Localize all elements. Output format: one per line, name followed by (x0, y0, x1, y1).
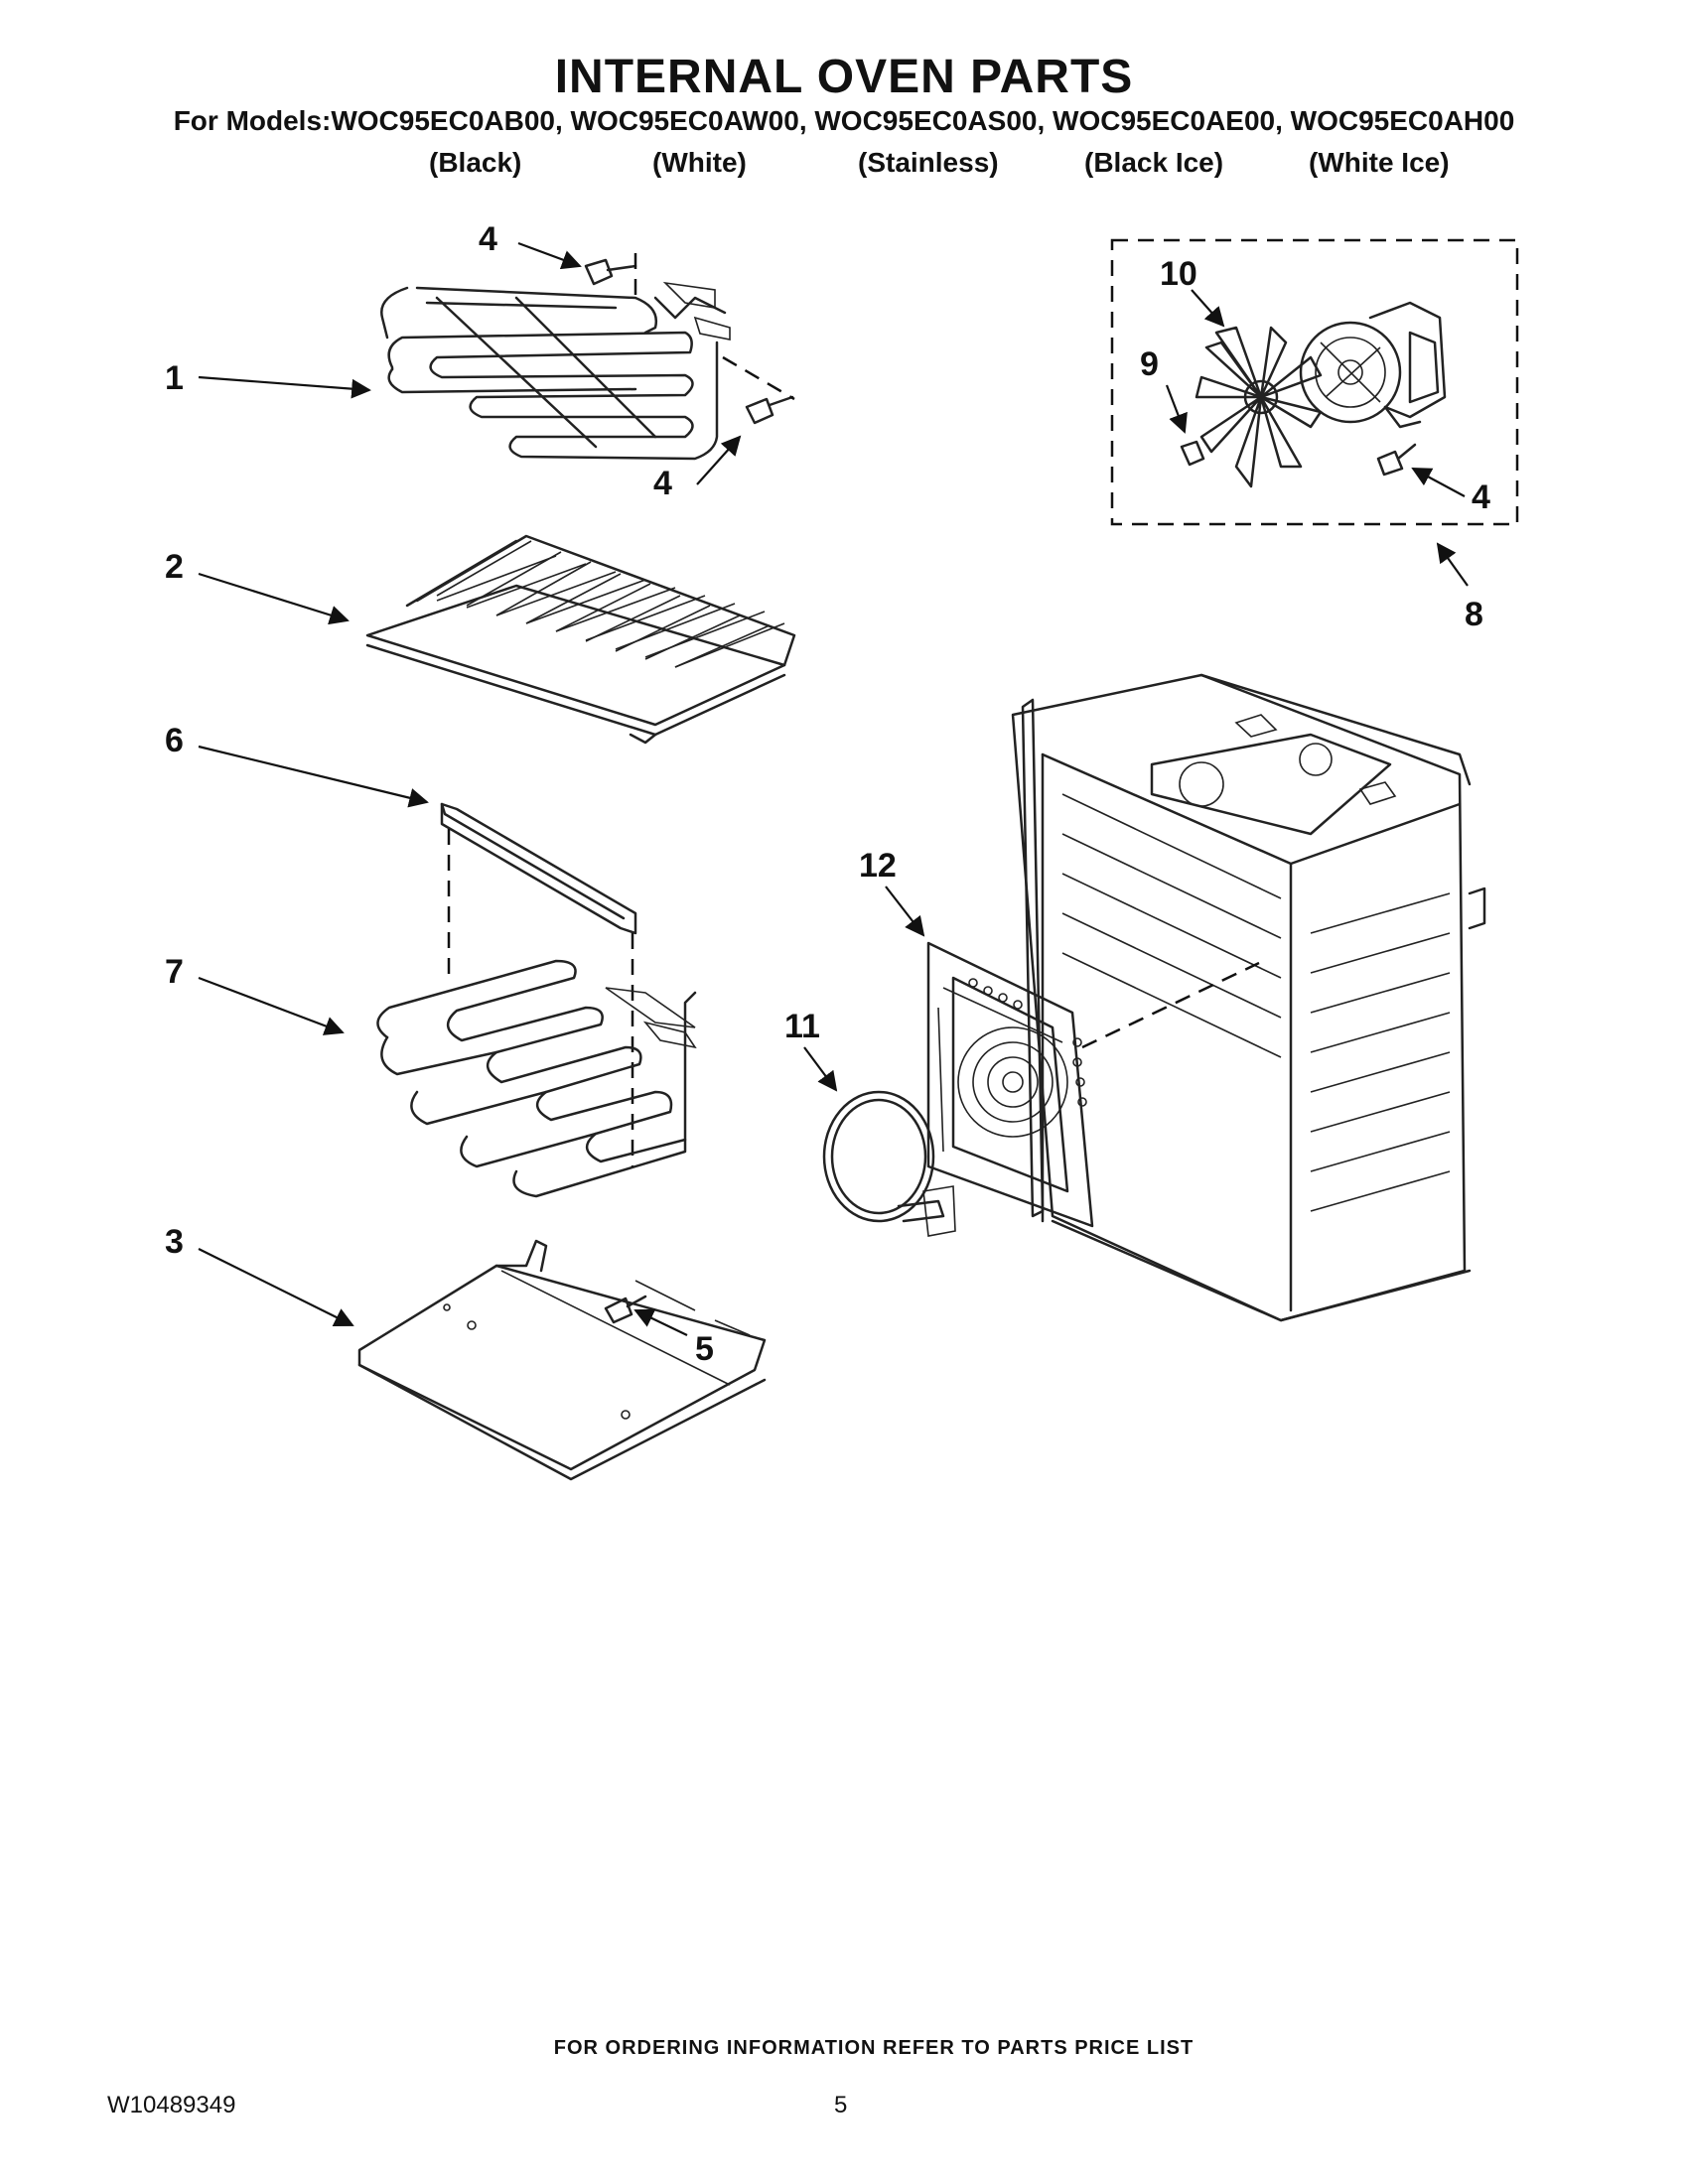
convection-fan-assembly-box (1110, 238, 1519, 526)
models-line: For Models:WOC95EC0AB00, WOC95EC0AW00, W… (173, 105, 1515, 136)
callout-4c: 4 (1472, 478, 1490, 516)
ordering-note: FOR ORDERING INFORMATION REFER TO PARTS … (553, 2037, 1195, 2059)
callout-6: 6 (165, 722, 184, 759)
callout-11: 11 (784, 1008, 820, 1045)
color-white: (White) (652, 147, 747, 178)
callout-7: 7 (165, 953, 184, 991)
fan-cover (926, 941, 1094, 1228)
callout-9: 9 (1140, 345, 1159, 383)
page-number: 5 (834, 2092, 848, 2118)
element-bracket (440, 802, 637, 935)
screw-5 (604, 1295, 647, 1324)
fan-motor (1299, 301, 1447, 429)
document-number: W10489349 (107, 2092, 236, 2118)
callout-5: 5 (695, 1330, 714, 1368)
screw-4a (584, 258, 637, 286)
color-white-ice: (White Ice) (1309, 147, 1450, 178)
callout-3: 3 (165, 1223, 184, 1261)
broil-element (380, 281, 731, 461)
color-stainless: (Stainless) (858, 147, 999, 178)
callout-1: 1 (165, 359, 184, 397)
color-black-ice: (Black Ice) (1084, 147, 1224, 178)
callout-4a: 4 (479, 220, 497, 258)
callout-12: 12 (859, 847, 897, 885)
screw-4c (1376, 443, 1417, 477)
oven-rack (365, 534, 796, 745)
fan-blade (1195, 326, 1323, 488)
callout-2: 2 (165, 548, 184, 586)
callout-4b: 4 (653, 465, 672, 502)
page-title: INTERNAL OVEN PARTS (554, 51, 1134, 103)
fan-nut (1180, 440, 1205, 467)
convection-element (822, 1090, 956, 1237)
callout-8: 8 (1465, 596, 1483, 633)
screw-4b (745, 395, 794, 425)
color-black: (Black) (429, 147, 522, 178)
callout-10: 10 (1160, 255, 1197, 293)
bake-element (376, 959, 697, 1198)
bottom-cover (357, 1239, 767, 1481)
